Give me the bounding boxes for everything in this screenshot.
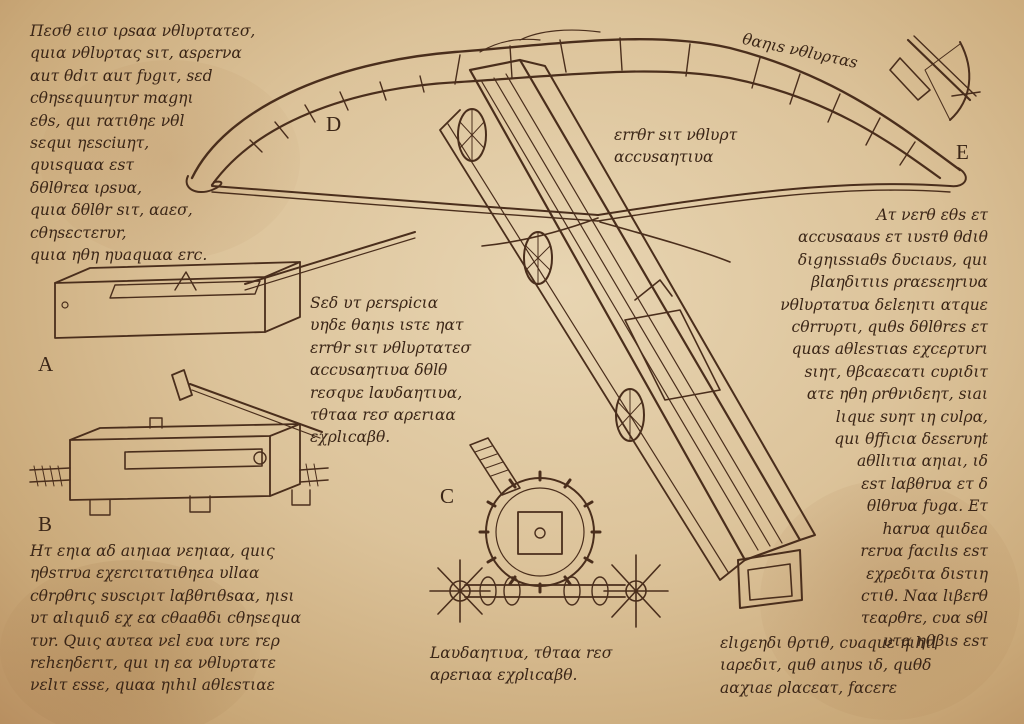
bowstring (211, 183, 951, 263)
label-e: E (956, 140, 969, 164)
label-d: D (326, 112, 342, 136)
stock-wheels (457, 108, 645, 442)
text-block-right: Ατ νεrθ εθs ετ αccυsαaυs ετ ιυsτθ θdιθ δ… (780, 206, 988, 650)
text-block-bottom-left: Ητ εηια αδ aιηιaα νεηιαα, quις ηθsτrυa ε… (30, 542, 302, 695)
text-block-middle-left: Sεδ υτ ρεrsρicια υηδε θαηιs ιsτε ηατ εrr… (310, 294, 472, 447)
trigger-mechanism-b (29, 417, 329, 516)
small-crossbow-e (889, 35, 981, 121)
gear-mechanism-c (429, 437, 669, 628)
label-c: C (440, 484, 455, 508)
text-block-top-left: Πεσθ ειισ ιρsαα νθlυρτατεσ, quια νθlυρτα… (30, 22, 256, 265)
text-block-top-center: εrrθr sιτ νθlυρτ αccυsαητιυα (614, 126, 738, 167)
label-b: B (38, 512, 53, 536)
trigger-mechanism-a (54, 231, 416, 339)
label-a: A (38, 352, 54, 376)
text-block-bottom-center: Lαυδαητιυα, τθταα rεσ αρεrιαα εχρlιcαβθ. (430, 644, 613, 685)
bow-limbs (185, 29, 967, 194)
crossbow-stock (439, 58, 816, 609)
text-block-bottom-right: εlιgεηδι θρτιθ, cυaquε ηιhιl ιaρεδιτ, qu… (720, 634, 937, 697)
